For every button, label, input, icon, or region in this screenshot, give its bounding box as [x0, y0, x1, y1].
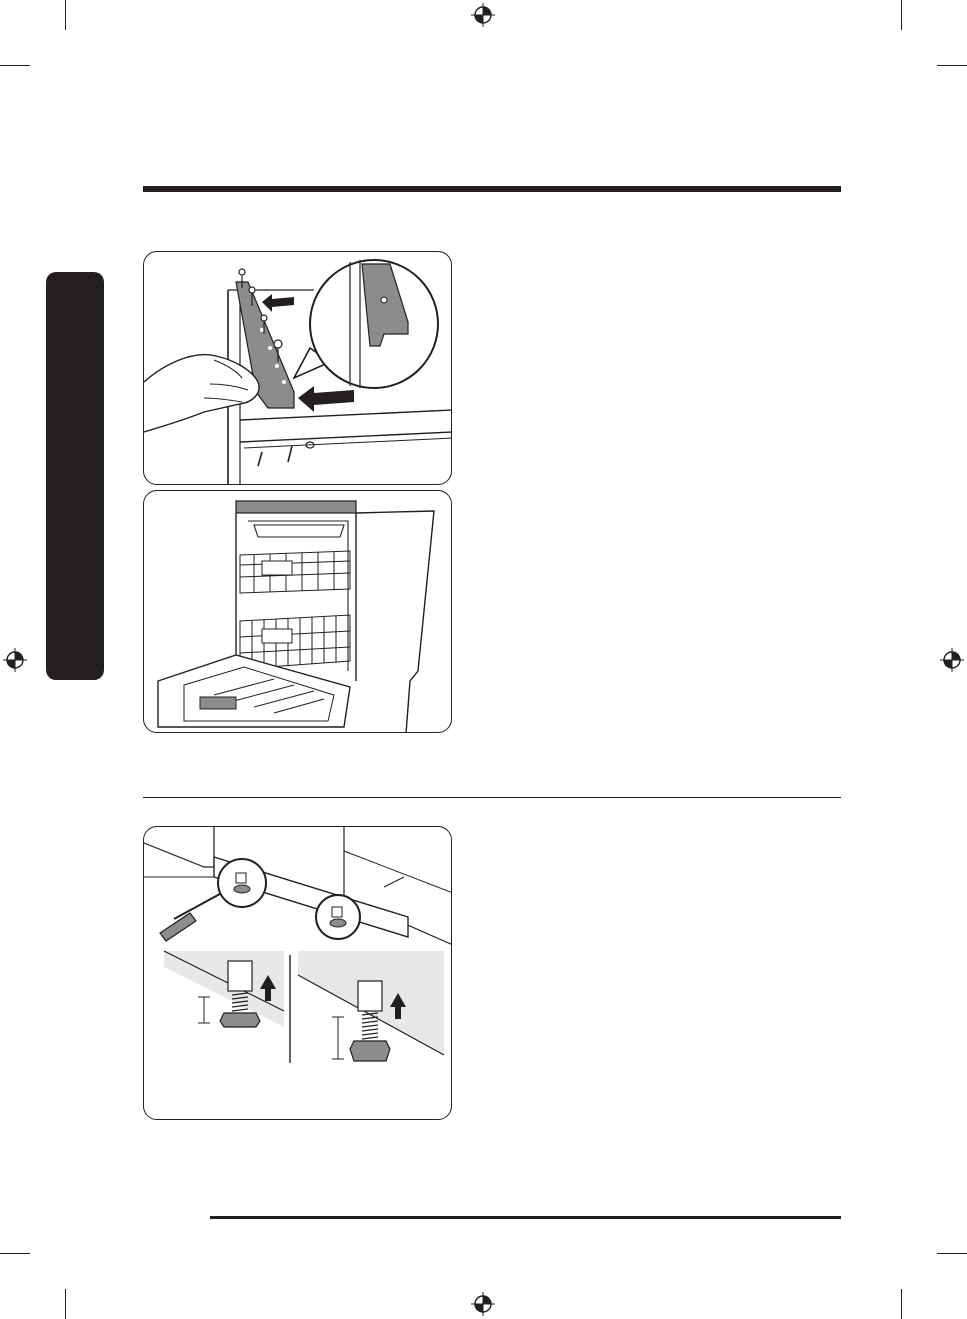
dishwasher-illustration	[144, 491, 452, 733]
crop-mark-bottom-right-h	[937, 1253, 967, 1254]
crop-mark-top-left-v	[65, 0, 66, 30]
header-rule	[143, 186, 841, 192]
registration-mark-icon	[471, 1292, 495, 1316]
bracket-illustration	[144, 252, 452, 485]
figure-leveling-feet-adjustment	[143, 826, 452, 1120]
crop-mark-top-left-h	[0, 65, 30, 66]
crop-mark-bottom-left-h	[0, 1253, 30, 1254]
crop-mark-bottom-right-v	[901, 1289, 902, 1319]
crop-mark-top-right-h	[937, 65, 967, 66]
registration-mark-icon	[3, 648, 27, 672]
crop-mark-top-right-v	[901, 0, 902, 30]
crop-mark-bottom-left-v	[65, 1289, 66, 1319]
footer-rule	[210, 1216, 841, 1219]
section-divider	[143, 797, 841, 798]
leveling-illustration	[144, 827, 452, 1120]
registration-mark-icon	[940, 648, 964, 672]
figure-door-bracket-installation	[143, 251, 452, 485]
figure-dishwasher-open-view	[143, 490, 452, 733]
chapter-side-tab	[46, 272, 104, 680]
registration-mark-icon	[471, 3, 495, 27]
